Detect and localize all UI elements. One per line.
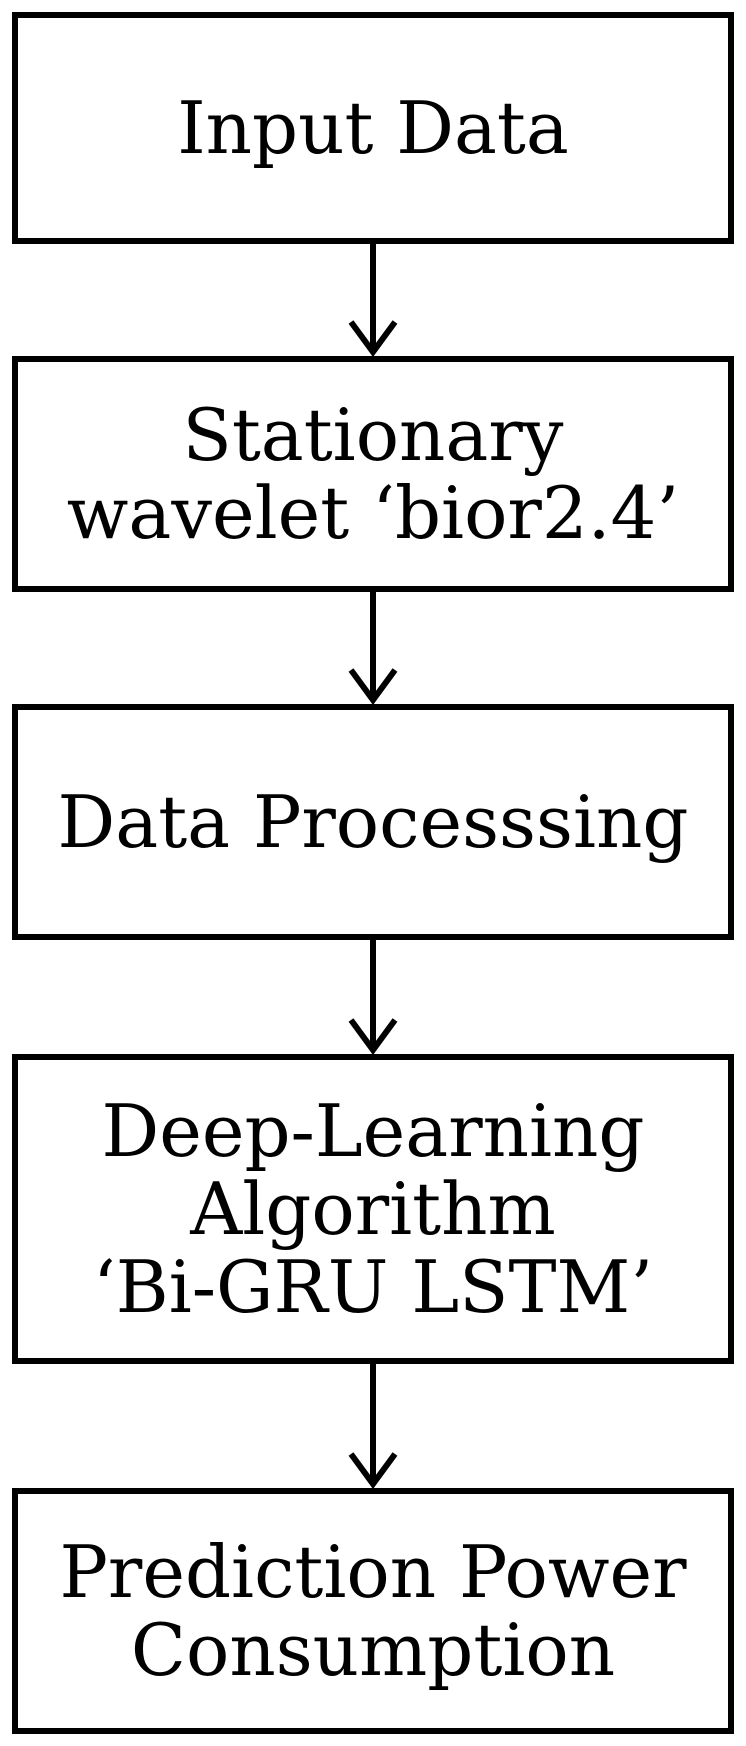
arrow-input-to-wavelet	[343, 244, 403, 356]
prediction-label-line-2: Consumption	[130, 1608, 616, 1692]
data-processing-label: Data Processsing	[57, 780, 689, 864]
prediction-label-line-1: Prediction Power	[59, 1530, 687, 1614]
arrow-deep-learning-to-prediction	[343, 1364, 403, 1488]
input-data-box: Input Data	[12, 12, 734, 244]
data-processing-box: Data Processsing	[12, 704, 734, 940]
deep-learning-label-line-3: ‘Bi-GRU LSTM’	[92, 1245, 654, 1329]
prediction-box: Prediction Power Consumption	[12, 1488, 734, 1734]
stationary-wavelet-box: Stationary wavelet ‘bior2.4’	[12, 356, 734, 592]
deep-learning-label-line-2: Algorithm	[190, 1167, 556, 1251]
input-data-label: Input Data	[177, 86, 569, 170]
stationary-wavelet-label-line-2: wavelet ‘bior2.4’	[66, 471, 680, 555]
arrow-wavelet-to-processing	[343, 592, 403, 704]
arrow-processing-to-deep-learning	[343, 940, 403, 1054]
deep-learning-label-line-1: Deep-Learning	[101, 1089, 645, 1173]
deep-learning-box: Deep-Learning Algorithm ‘Bi-GRU LSTM’	[12, 1054, 734, 1364]
stationary-wavelet-label-line-1: Stationary	[182, 393, 564, 477]
